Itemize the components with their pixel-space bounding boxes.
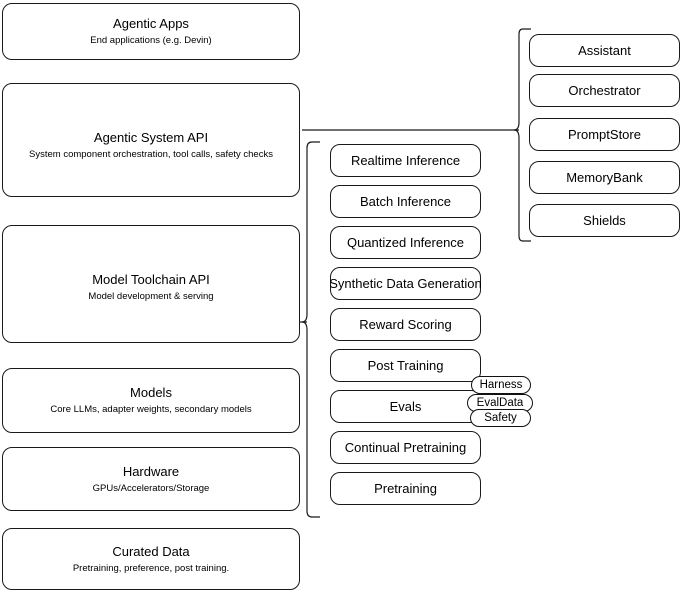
component-label-pretraining: Pretraining — [374, 480, 437, 496]
component-label-assistant: Assistant — [578, 42, 631, 58]
component-box-realtime-inference[interactable]: Realtime Inference — [330, 144, 481, 177]
component-box-batch-inference[interactable]: Batch Inference — [330, 185, 481, 218]
eval-pill-harness[interactable]: Harness — [471, 376, 531, 394]
component-box-evals[interactable]: Evals — [330, 390, 481, 423]
component-label-memorybank: MemoryBank — [566, 169, 643, 185]
layer-subtitle-models: Core LLMs, adapter weights, secondary mo… — [50, 404, 252, 415]
component-box-quantized-inference[interactable]: Quantized Inference — [330, 226, 481, 259]
component-box-pretraining[interactable]: Pretraining — [330, 472, 481, 505]
component-box-post-training[interactable]: Post Training — [330, 349, 481, 382]
component-label-batch-inference: Batch Inference — [359, 193, 452, 209]
component-box-synthetic-data-generation[interactable]: Synthetic Data Generation — [329, 267, 482, 300]
component-label-orchestrator: Orchestrator — [568, 82, 641, 98]
component-box-shields[interactable]: Shields — [529, 204, 680, 237]
component-label-quantized-inference: Quantized Inference — [346, 234, 465, 250]
component-box-memorybank[interactable]: MemoryBank — [529, 161, 680, 194]
component-label-shields: Shields — [583, 212, 626, 228]
layer-box-curated-data[interactable]: Curated Data Pretraining, preference, po… — [2, 528, 300, 590]
layer-title-curated-data: Curated Data — [112, 543, 190, 559]
component-label-evals: Evals — [389, 398, 422, 414]
brace-middle-stack — [301, 141, 320, 518]
component-label-reward-scoring: Reward Scoring — [359, 316, 452, 332]
component-box-orchestrator[interactable]: Orchestrator — [529, 74, 680, 107]
layer-subtitle-agentic-system-api: System component orchestration, tool cal… — [29, 149, 273, 160]
component-label-continual-pretraining: Continual Pretraining — [344, 439, 467, 455]
layer-box-hardware[interactable]: Hardware GPUs/Accelerators/Storage — [2, 447, 300, 511]
component-label-promptstore: PromptStore — [568, 126, 641, 142]
layer-title-agentic-system-api: Agentic System API — [93, 130, 209, 145]
component-label-synthetic-data-generation: Synthetic Data Generation — [329, 275, 482, 291]
layer-title-models: Models — [130, 385, 172, 400]
layer-box-agentic-apps[interactable]: Agentic Apps End applications (e.g. Devi… — [2, 3, 300, 60]
layer-box-models[interactable]: Models Core LLMs, adapter weights, secon… — [2, 368, 300, 433]
component-box-promptstore[interactable]: PromptStore — [529, 118, 680, 151]
layer-subtitle-hardware: GPUs/Accelerators/Storage — [92, 482, 210, 494]
layer-subtitle-model-toolchain-api: Model development & serving — [88, 291, 214, 302]
layer-subtitle-curated-data: Pretraining, preference, post training. — [72, 562, 230, 574]
layer-box-model-toolchain-api[interactable]: Model Toolchain API Model development & … — [2, 225, 300, 343]
component-box-reward-scoring[interactable]: Reward Scoring — [330, 308, 481, 341]
layer-title-model-toolchain-api: Model Toolchain API — [92, 272, 210, 287]
component-box-assistant[interactable]: Assistant — [529, 34, 680, 67]
eval-pill-safety[interactable]: Safety — [470, 409, 531, 427]
layer-subtitle-agentic-apps: End applications (e.g. Devin) — [90, 35, 212, 46]
layer-box-agentic-system-api[interactable]: Agentic System API System component orch… — [2, 83, 300, 197]
layer-title-agentic-apps: Agentic Apps — [113, 16, 189, 31]
component-box-continual-pretraining[interactable]: Continual Pretraining — [330, 431, 481, 464]
component-label-realtime-inference: Realtime Inference — [350, 152, 461, 168]
layer-title-hardware: Hardware — [122, 463, 180, 479]
component-label-post-training: Post Training — [367, 357, 444, 373]
